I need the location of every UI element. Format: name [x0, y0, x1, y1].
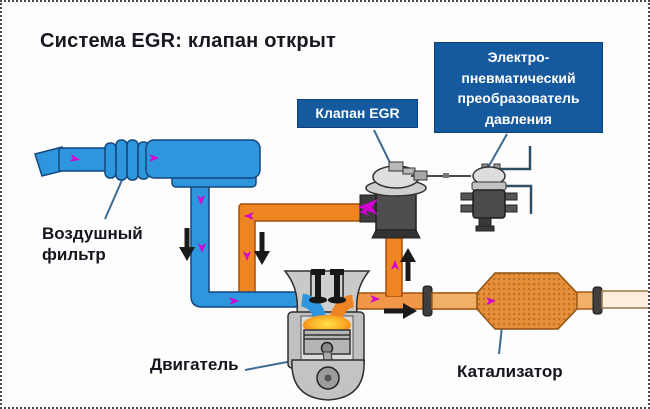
egr-valve-callout-box: Клапан EGR — [297, 99, 418, 128]
egr-valve-callout-label: Клапан EGR — [315, 105, 400, 121]
converter-solenoid-body — [472, 189, 506, 219]
converter-port-line-lower — [506, 184, 533, 214]
converter-callout-line4: давления — [485, 110, 552, 127]
air-filter-housing — [145, 139, 261, 179]
valves — [309, 269, 346, 304]
catalyst-label: Катализатор — [457, 362, 563, 381]
diagram-title: Система EGR: клапан открыт — [40, 30, 337, 52]
pressure-converter — [460, 146, 533, 232]
egr-valve — [359, 161, 471, 239]
catalyst-callout-line — [498, 325, 503, 355]
engine — [283, 269, 371, 401]
tailpipe — [601, 290, 648, 309]
engine-label: Двигатель — [150, 355, 239, 374]
tailpipe-flange-ring — [592, 286, 603, 315]
converter-callout-box: Электро- пневматический преобразователь … — [434, 42, 603, 133]
converter-port-line-upper — [495, 146, 532, 171]
air-filter — [34, 139, 261, 188]
down-arrow-egr — [254, 232, 270, 265]
converter-callout-line3: преобразователь — [457, 90, 580, 106]
air-filter-label: Воздушный фильтр — [42, 224, 143, 264]
converter-callout-line2: пневматический — [461, 69, 576, 86]
catalyst — [422, 272, 648, 330]
exhaust-flange-ring — [422, 285, 433, 317]
intake-pipe — [190, 177, 303, 308]
converter-callout-line1: Электро- — [487, 49, 550, 65]
